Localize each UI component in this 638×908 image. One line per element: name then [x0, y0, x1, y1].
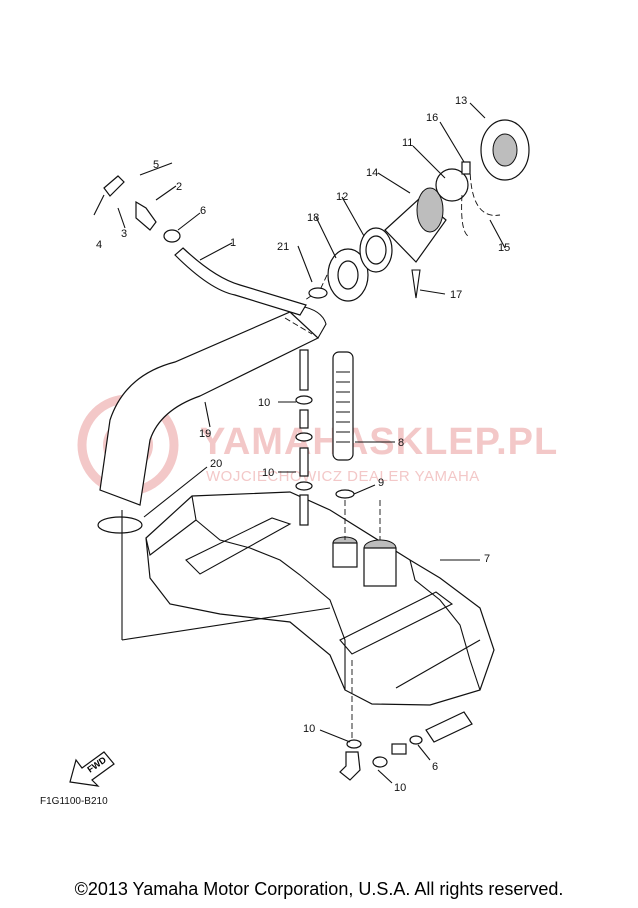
rivet-17	[411, 269, 421, 299]
clamp-6	[163, 229, 181, 243]
callout-9: 9	[378, 477, 384, 489]
callout-10-lower-right: 10	[394, 782, 406, 794]
watermark-subtitle: WOJCIECHOWICZ DEALER YAMAHA	[206, 468, 480, 485]
callout-12: 12	[336, 191, 348, 203]
callout-11: 11	[402, 137, 413, 149]
callout-4: 4	[96, 239, 102, 251]
callout-21: 21	[277, 241, 289, 253]
diagram-code: F1G1100-B210	[40, 796, 108, 807]
screw-16	[461, 161, 471, 175]
callout-10-lower-left: 10	[303, 723, 315, 735]
callout-17: 17	[450, 289, 462, 301]
callout-16: 16	[426, 112, 438, 124]
filler-cap-assembly	[304, 119, 530, 302]
callout-20: 20	[210, 458, 222, 470]
hose-clamp-20	[97, 516, 143, 534]
callout-8: 8	[398, 437, 404, 449]
callout-19: 19	[199, 428, 211, 440]
bottom-fitting-group	[339, 660, 473, 781]
callout-18: 18	[307, 212, 319, 224]
callout-6-bottom: 6	[432, 761, 438, 773]
callout-15: 15	[498, 242, 510, 254]
copyright-notice: ©2013 Yamaha Motor Corporation, U.S.A. A…	[74, 879, 564, 899]
callout-3: 3	[121, 228, 127, 240]
clamp-21	[308, 287, 328, 299]
clip-5	[103, 175, 125, 197]
callout-14: 14	[366, 167, 378, 179]
callout-labels: 1 2 3 4 5 6 6 7 8 9 10 10 10 10 11 12 13…	[96, 95, 510, 794]
callout-7: 7	[484, 553, 490, 565]
tank-necks	[332, 500, 397, 587]
callout-1: 1	[230, 237, 236, 249]
fitting-2	[135, 200, 157, 231]
callout-13: 13	[455, 95, 467, 107]
screw-4	[93, 194, 105, 216]
left-small-parts	[93, 175, 181, 243]
vent-tube	[174, 247, 307, 316]
callout-10-upper: 10	[258, 397, 270, 409]
callout-5: 5	[153, 159, 159, 171]
fuel-strainer	[332, 351, 355, 499]
callout-10-middle: 10	[262, 467, 274, 479]
callout-2: 2	[176, 181, 182, 193]
callout-6-top: 6	[200, 205, 206, 217]
breather-pipe-assembly	[295, 349, 313, 526]
fwd-arrow: FWD	[69, 751, 115, 787]
fuel-tank	[145, 491, 495, 706]
leader-lines	[117, 102, 506, 784]
